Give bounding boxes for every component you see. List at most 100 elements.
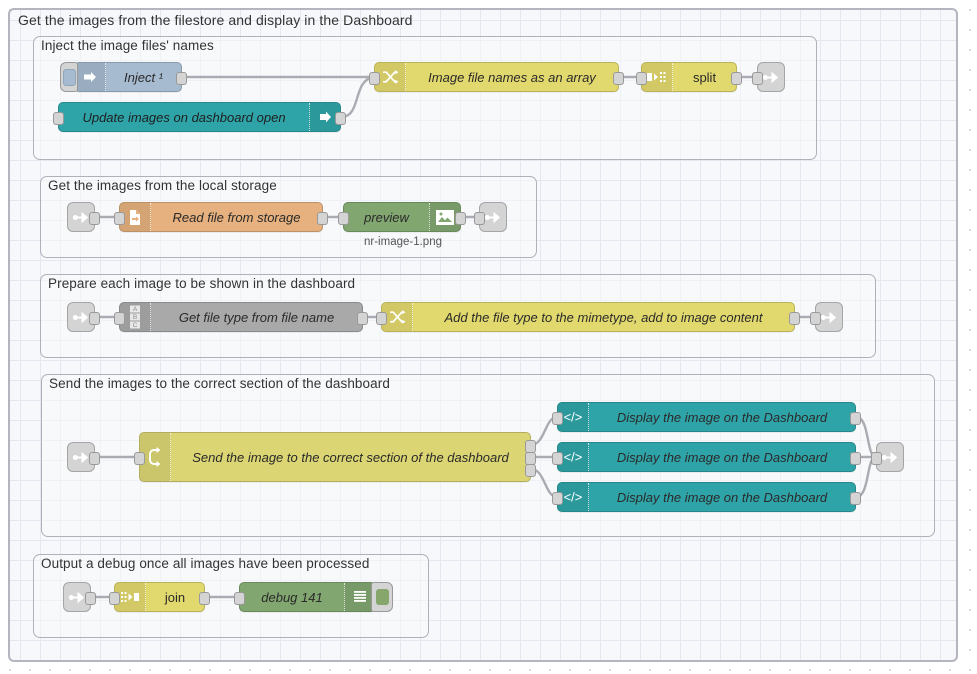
node-image-file-names-as-an-array[interactable]: Image file names as an array <box>369 62 624 92</box>
node-label: preview <box>364 209 409 225</box>
input-port[interactable] <box>552 452 563 465</box>
node-preview[interactable]: preview nr-image-1.png <box>338 202 466 248</box>
output-port[interactable] <box>357 312 368 325</box>
link-out-icon <box>881 448 900 467</box>
node-link-out-4[interactable] <box>871 442 904 472</box>
node-label: Read file from storage <box>172 209 301 225</box>
input-port[interactable] <box>109 592 120 605</box>
node-update-images-on-dashboard-open[interactable]: Update images on dashboard open <box>53 102 346 132</box>
node-label: Display the image on the Dashboard <box>616 449 828 465</box>
group-inject-image-files[interactable]: Inject the image files' names <box>33 36 817 160</box>
inject-arrow-icon <box>75 63 106 91</box>
input-port[interactable] <box>871 452 882 465</box>
file-in-icon <box>120 203 151 231</box>
node-link-out-2[interactable] <box>474 202 507 232</box>
node-link-out-1[interactable] <box>752 62 785 92</box>
group-label: Inject the image files' names <box>41 38 214 53</box>
node-read-file-from-storage[interactable]: Read file from storage <box>114 202 328 232</box>
input-port[interactable] <box>338 212 349 225</box>
node-display-image-dashboard-3[interactable]: </> Display the image on the Dashboard <box>552 482 861 512</box>
inject-trigger-button[interactable] <box>60 62 78 92</box>
node-label: Display the image on the Dashboard <box>616 489 828 505</box>
split-icon <box>642 63 673 91</box>
change-shuffle-icon <box>382 303 413 331</box>
input-port[interactable] <box>134 452 145 465</box>
output-port[interactable] <box>176 72 187 85</box>
node-label: Update images on dashboard open <box>82 109 286 125</box>
output-port[interactable] <box>731 72 742 85</box>
link-out-icon <box>820 308 839 327</box>
input-port[interactable] <box>376 312 387 325</box>
code-template-icon: </> <box>558 403 589 431</box>
output-port[interactable] <box>850 412 861 425</box>
svg-text:</>: </> <box>564 490 583 504</box>
code-template-icon: </> <box>558 443 589 471</box>
link-out-icon <box>484 208 503 227</box>
join-icon <box>115 583 146 611</box>
node-debug-141[interactable]: debug 141 <box>234 582 393 612</box>
abc-icon: A B C <box>120 303 151 331</box>
group-label: Prepare each image to be shown in the da… <box>48 276 356 291</box>
node-link-in-3[interactable] <box>67 302 100 332</box>
node-link-out-3[interactable] <box>810 302 843 332</box>
image-preview-icon <box>429 203 460 231</box>
node-label: Get file type from file name <box>178 309 335 325</box>
node-link-in-4[interactable] <box>67 442 100 472</box>
input-port[interactable] <box>114 312 125 325</box>
output-port[interactable] <box>455 212 466 225</box>
output-port[interactable] <box>613 72 624 85</box>
node-link-in-5[interactable] <box>63 582 96 612</box>
node-label: Inject ¹ <box>123 69 163 85</box>
input-port[interactable] <box>53 112 64 125</box>
output-port[interactable] <box>199 592 210 605</box>
output-port[interactable] <box>850 492 861 505</box>
node-get-file-type-from-file-name[interactable]: A B C Get file type from file name <box>114 302 368 332</box>
link-in-icon <box>68 588 87 607</box>
node-label: Image file names as an array <box>428 69 596 85</box>
node-join[interactable]: join <box>109 582 210 612</box>
group-label: Get the images from the local storage <box>48 178 277 193</box>
node-label: Display the image on the Dashboard <box>616 409 828 425</box>
input-port[interactable] <box>752 72 763 85</box>
input-port[interactable] <box>552 412 563 425</box>
input-port[interactable] <box>636 72 647 85</box>
node-label: join <box>164 589 186 605</box>
change-shuffle-icon <box>375 63 406 91</box>
output-port[interactable] <box>789 312 800 325</box>
svg-text:</>: </> <box>564 410 583 424</box>
group-label: Output a debug once all images have been… <box>41 556 370 571</box>
output-port[interactable] <box>85 592 96 605</box>
node-link-in-2[interactable] <box>67 202 100 232</box>
svg-text:</>: </> <box>564 450 583 464</box>
node-split[interactable]: split <box>636 62 742 92</box>
switch-fork-icon <box>140 433 171 481</box>
output-port-3[interactable] <box>525 464 536 477</box>
node-label: split <box>692 69 717 85</box>
svg-text:C: C <box>132 322 137 329</box>
input-port[interactable] <box>114 212 125 225</box>
link-out-arrow-icon <box>309 103 340 131</box>
debug-enable-toggle[interactable] <box>371 582 393 612</box>
output-port[interactable] <box>317 212 328 225</box>
output-port[interactable] <box>89 452 100 465</box>
svg-text:B: B <box>132 314 136 321</box>
input-port[interactable] <box>474 212 485 225</box>
node-display-image-dashboard-2[interactable]: </> Display the image on the Dashboard <box>552 442 861 472</box>
output-port[interactable] <box>89 312 100 325</box>
node-inject[interactable]: Inject ¹ <box>60 62 187 92</box>
input-port[interactable] <box>234 592 245 605</box>
output-port[interactable] <box>89 212 100 225</box>
node-send-image-to-correct-section[interactable]: Send the image to the correct section of… <box>134 432 536 482</box>
output-port[interactable] <box>335 112 346 125</box>
input-port[interactable] <box>810 312 821 325</box>
input-port[interactable] <box>552 492 563 505</box>
node-status-text: nr-image-1.png <box>364 236 442 248</box>
node-display-image-dashboard-1[interactable]: </> Display the image on the Dashboard <box>552 402 861 432</box>
link-in-icon <box>72 308 91 327</box>
input-port[interactable] <box>369 72 380 85</box>
link-in-icon <box>72 208 91 227</box>
node-add-file-type-to-mimetype[interactable]: Add the file type to the mimetype, add t… <box>376 302 800 332</box>
output-port[interactable] <box>850 452 861 465</box>
node-label: Send the image to the correct section of… <box>192 449 509 465</box>
